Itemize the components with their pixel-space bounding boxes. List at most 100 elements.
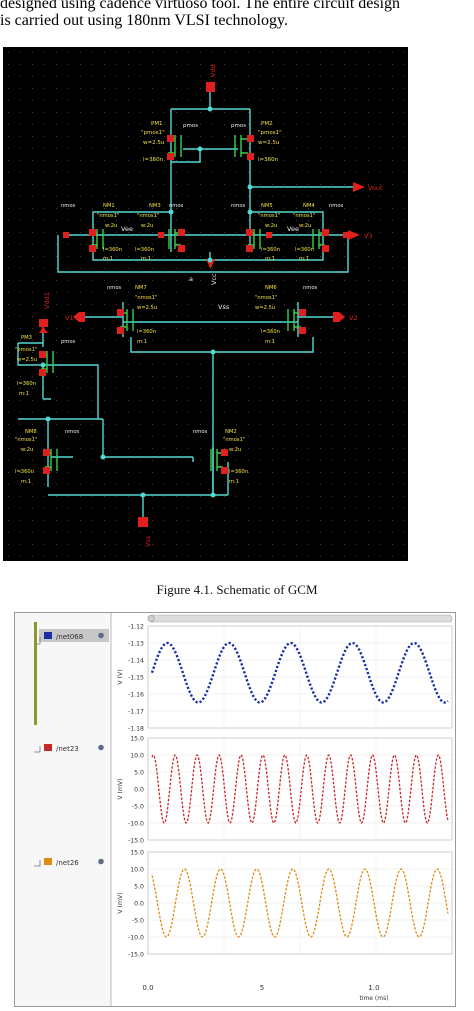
y-tick-label: -1.17	[128, 708, 144, 715]
nm7-model: "nmos1"	[135, 295, 157, 301]
nm1-model: "nmos1"	[97, 213, 119, 219]
nm4-m: m:1	[299, 256, 309, 262]
signal-color-swatch	[44, 632, 52, 639]
nm5-label: nmos	[231, 203, 246, 209]
node-a-label: a	[189, 275, 193, 283]
pin-vdd-label: Vdd	[209, 64, 217, 77]
y-tick-label: -15.0	[128, 951, 144, 958]
nm6-w: w=2.5u	[255, 305, 275, 311]
pin-v3-label: V3	[364, 232, 373, 240]
pm3-name: PM3	[21, 335, 32, 341]
waveform-trace	[151, 754, 449, 824]
nm1-label: nmos	[61, 203, 76, 209]
nm3-label: nmos	[169, 203, 184, 209]
vee-left-label: Vee	[121, 225, 133, 233]
y-tick-label: 15.0	[130, 735, 144, 742]
nm1-l: l=360n	[103, 247, 122, 253]
nm8-l: l=360n	[15, 469, 34, 475]
nm5-l: l=360n	[261, 247, 280, 253]
y-tick-label: 5.0	[134, 769, 144, 776]
y-tick-label: -1.18	[128, 725, 144, 732]
y-axis-label: V (V)	[117, 669, 124, 684]
nm1-w: w:2u	[105, 223, 117, 229]
nm3-l: l=360n	[135, 247, 154, 253]
body-text-line-1: designed using cadence virtuoso tool. Th…	[0, 0, 401, 12]
waveform-trace	[151, 868, 449, 938]
nm7-name: NM7	[135, 285, 147, 291]
signal-name: /net068	[56, 633, 83, 641]
nm2-label: nmos	[193, 429, 208, 435]
visibility-icon[interactable]	[98, 858, 104, 865]
pm2-name: PM2	[261, 121, 273, 127]
nm6-model: "nmos1"	[255, 295, 277, 301]
pm3-l: l=360n	[17, 381, 36, 387]
nm3-name: NM3	[149, 203, 161, 209]
pm1-w: w=2.5u	[143, 140, 164, 146]
pin-vcc-label: Vcc	[210, 273, 218, 285]
y-axis-label: V (mV)	[117, 892, 124, 913]
horizontal-scrollbar[interactable]	[148, 614, 453, 623]
nm6-l: l=360n	[261, 329, 280, 335]
signal-entry-net068[interactable]: /net068	[34, 629, 109, 645]
y-tick-label: 10.0	[130, 866, 144, 873]
signal-name: /net26	[56, 859, 79, 867]
selection-bar	[34, 622, 37, 725]
signal-name: /net23	[56, 745, 79, 753]
x-tick-2: 1.0	[368, 984, 379, 992]
y-tick-label: -1.16	[128, 691, 144, 698]
nm8-label: nmos	[65, 429, 80, 435]
figure-caption: Figure 4.1. Schematic of GCM	[156, 582, 318, 597]
nm1-name: NM1	[103, 203, 115, 209]
pin-vout-label: Vout	[368, 184, 383, 192]
pin-v1-label: V1	[65, 314, 74, 322]
y-tick-label: -1.14	[128, 657, 144, 664]
pm1-model: "pmos1"	[141, 130, 165, 136]
y-tick-label: -5.0	[132, 917, 144, 924]
nm5-name: NM5	[261, 203, 273, 209]
nm7-m: m:1	[137, 339, 147, 345]
x-axis-label: time (ms)	[359, 995, 388, 1002]
pin-vdd1-label: Vdd1	[43, 292, 51, 309]
x-tick-0: 0.0	[142, 984, 153, 992]
nm8-model: "nmos1"	[15, 437, 37, 443]
pm3-label: pmos	[61, 339, 76, 345]
nm6-m: m:1	[265, 339, 275, 345]
vee-right-label: Vee	[287, 225, 299, 233]
y-tick-label: 15.0	[130, 849, 144, 856]
nm4-w: w:2u	[299, 223, 311, 229]
signal-color-swatch	[44, 858, 52, 865]
body-text-line-2: is carried out using 180nm VLSI technolo…	[0, 12, 288, 29]
y-tick-label: 5.0	[134, 883, 144, 890]
nm2-model: "nmos1"	[223, 437, 245, 443]
signal-entry-net26[interactable]: /net26	[34, 858, 104, 867]
y-axis-label: V (mV)	[117, 778, 124, 799]
y-tick-label: -1.15	[128, 674, 144, 681]
nm3-model: "nmos1"	[137, 213, 159, 219]
waveform-trace	[150, 641, 449, 704]
pm2-w: w=2.5u	[258, 140, 279, 146]
y-tick-label: 0.0	[134, 900, 144, 907]
nm2-w: w:2u	[229, 447, 241, 453]
visibility-icon[interactable]	[98, 632, 104, 639]
vss-bus-label: Vss	[218, 303, 230, 311]
nm3-w: w:2u	[141, 223, 153, 229]
signal-color-swatch	[44, 744, 52, 751]
pm2-model: "pmos1"	[258, 130, 282, 136]
pin-vss-label: Vss	[144, 535, 152, 547]
pm2-type: pmos	[231, 123, 246, 129]
signal-entry-net23[interactable]: /net23	[34, 744, 104, 753]
y-tick-label: -15.0	[128, 837, 144, 844]
nm1-m: m:1	[103, 256, 113, 262]
pm3-w: w=2.5u	[17, 357, 37, 363]
pm3-model: "pmos1"	[15, 347, 37, 353]
nm5-m: m:1	[265, 256, 275, 262]
plot-panel-1: 15.010.05.00.0-5.0-10.0-15.0V (mV)	[117, 735, 453, 844]
visibility-icon[interactable]	[98, 744, 104, 751]
pin-v2-label: V2	[349, 314, 358, 322]
nm6-name: NM6	[265, 285, 277, 291]
nm8-name: NM8	[25, 429, 37, 435]
nm8-m: m:1	[21, 479, 31, 485]
pm1-l: l=360n	[143, 157, 164, 163]
y-tick-label: -10.0	[128, 934, 144, 941]
nm2-l: l=360n	[229, 469, 248, 475]
